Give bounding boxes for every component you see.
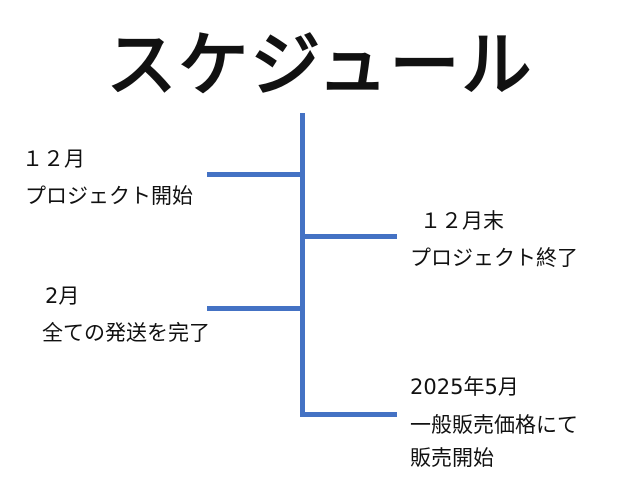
event-2-date: １２月末 (420, 209, 504, 233)
timeline-axis (300, 113, 305, 417)
connector-event-1 (207, 172, 302, 177)
event-1-date: １２月 (22, 147, 85, 171)
event-2-text: プロジェクト終了 (410, 246, 578, 270)
connector-event-3 (207, 306, 302, 311)
event-4-text-line-2: 販売開始 (410, 446, 494, 470)
connector-event-2 (303, 234, 397, 239)
diagram-title: スケジュール (106, 24, 534, 106)
event-3-text: 全ての発送を完了 (42, 321, 210, 345)
event-4-date: 2025年5月 (410, 375, 519, 399)
event-1-text: プロジェクト開始 (25, 184, 193, 208)
event-4-text-line-1: 一般販売価格にて (410, 413, 578, 437)
connector-event-4 (303, 412, 397, 417)
event-3-date: 2月 (45, 284, 80, 308)
